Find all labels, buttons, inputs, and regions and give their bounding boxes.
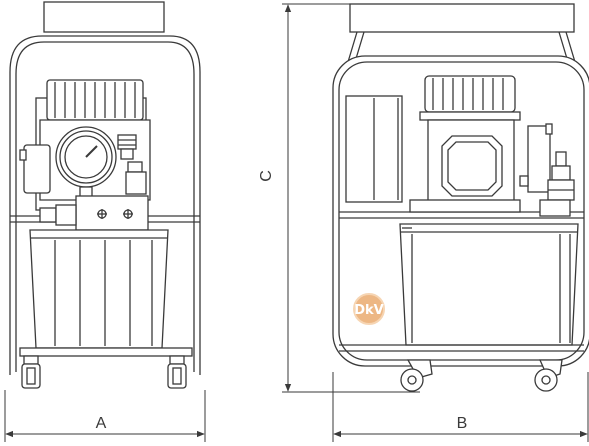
front-view [9,1,201,389]
front-top-lid [43,1,165,33]
front-oil-tank [29,229,169,349]
side-top-lid [349,3,575,33]
side-oil-tank [399,223,579,346]
dkv-logo-text: DkV [354,303,384,318]
front-manifold-block [75,195,149,231]
side-caster-left [400,359,433,392]
dimension-b [332,372,589,442]
dimension-label-c: C [258,170,275,182]
front-caster-left [21,355,41,389]
front-relief-valve [117,134,137,150]
front-caster-right [167,355,187,389]
side-terminal-box [441,135,503,197]
side-relief-valve [555,151,567,167]
dimension-label-b: B [457,415,468,432]
dkv-logo-icon: DkV [353,293,385,325]
front-side-box [23,144,51,194]
side-view [332,3,589,392]
front-frame [9,35,201,375]
side-caster-right [534,359,563,392]
dimension-label-a: A [96,415,107,432]
dimension-c [282,3,420,393]
dkv-logo-badge [354,294,384,324]
side-gauge-panel [527,125,551,193]
side-motor-housing [424,75,516,113]
dimension-a [4,390,206,442]
